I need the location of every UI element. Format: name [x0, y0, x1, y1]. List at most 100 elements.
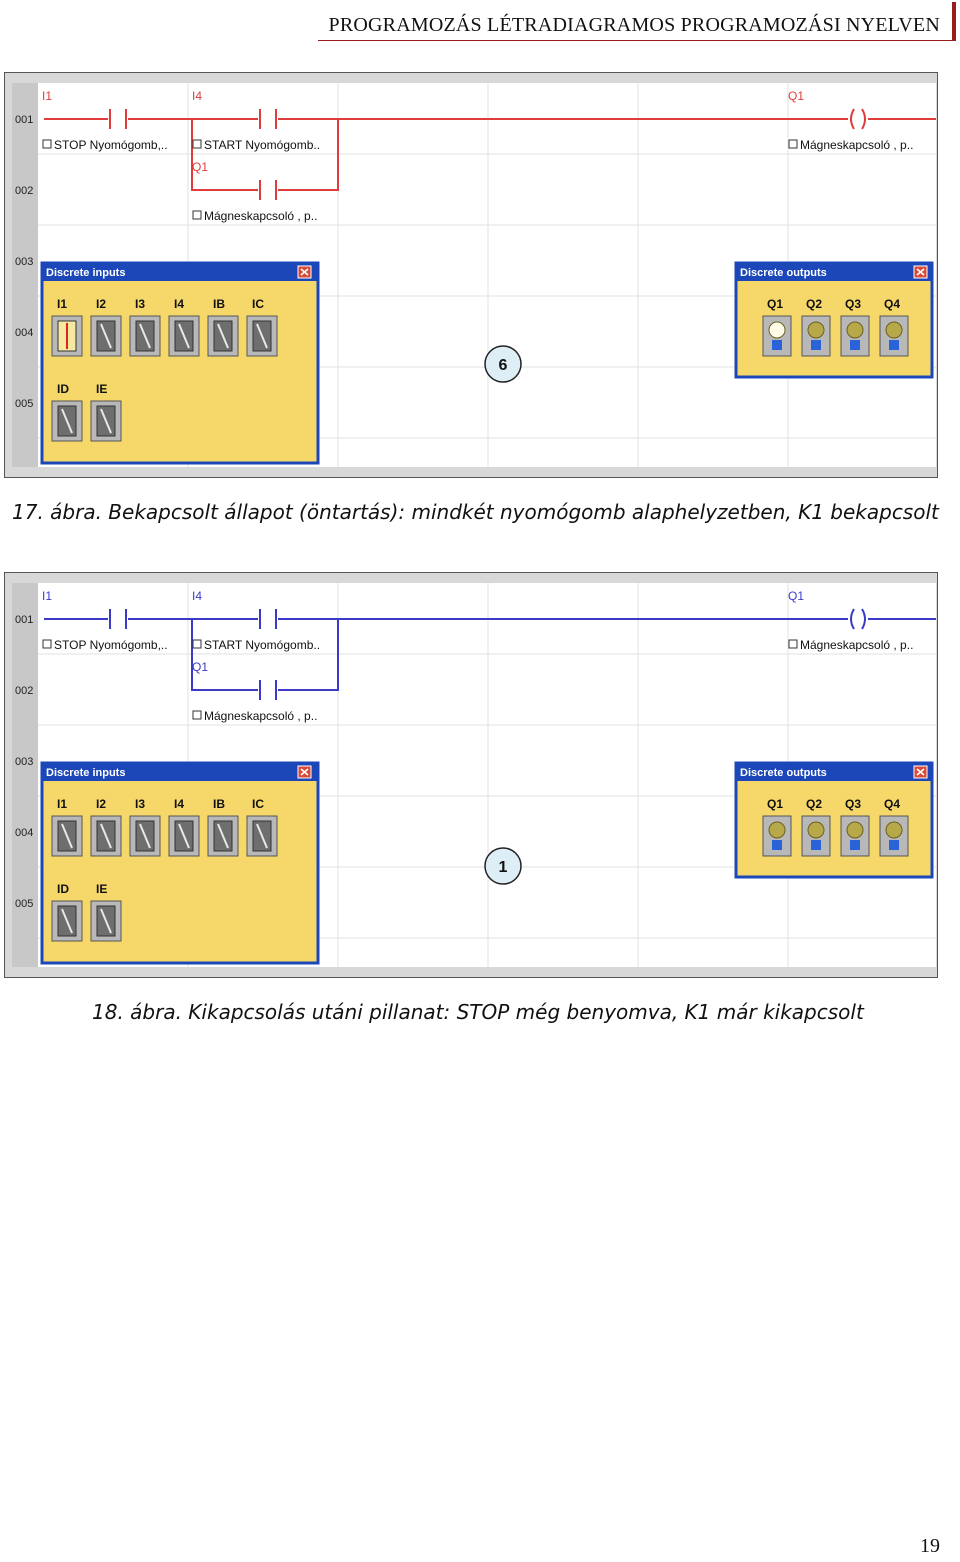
row-number: 001: [15, 614, 33, 626]
contact-i1-label: I1: [42, 89, 52, 103]
input-switch[interactable]: [90, 400, 122, 442]
close-icon[interactable]: [913, 265, 928, 279]
input-switch[interactable]: [168, 315, 200, 357]
row-numbers: 001 002 003 004 005: [15, 114, 33, 410]
outputs-panel-title: Discrete outputs: [740, 267, 827, 279]
badge-number: 6: [499, 357, 508, 374]
input-switch[interactable]: [129, 315, 161, 357]
row-gutter: [12, 83, 38, 467]
input-label: I1: [57, 297, 67, 311]
output-label: Q2: [806, 797, 822, 811]
input-label: I3: [135, 297, 145, 311]
figure-17-caption: 17. ábra. Bekapcsolt állapot (öntartás):…: [12, 500, 939, 524]
inputs-panel-title: Discrete inputs: [46, 267, 125, 279]
input-switch[interactable]: [51, 400, 83, 442]
coil-q1[interactable]: [850, 608, 866, 630]
input-switch[interactable]: [129, 815, 161, 857]
contact-i4[interactable]: [259, 109, 277, 129]
lamp-icon: [840, 815, 870, 857]
output-label: Q2: [806, 297, 822, 311]
page-number: 19: [920, 1535, 940, 1557]
input-switch[interactable]: [51, 815, 83, 857]
contact-i4-comment: START Nyomógomb..: [204, 638, 320, 652]
coil-q1[interactable]: [850, 108, 866, 130]
row-number: 005: [15, 898, 33, 910]
coil-q1-comment: Mágneskapcsoló , p..: [800, 638, 913, 652]
contact-i1-label: I1: [42, 589, 52, 603]
inputs-panel-titlebar: [42, 763, 318, 781]
input-label: I2: [96, 297, 106, 311]
lamp-icon: [801, 815, 831, 857]
input-label: IC: [252, 797, 264, 811]
contact-i4-label: I4: [192, 89, 202, 103]
input-label: ID: [57, 882, 69, 896]
input-label: IB: [213, 297, 225, 311]
contact-q1-label: Q1: [192, 660, 208, 674]
contact-i1[interactable]: [109, 609, 127, 629]
input-switch[interactable]: [168, 815, 200, 857]
ladder-diagram-1: 001 002 003 004 005 I1: [12, 83, 936, 467]
input-label: I4: [174, 297, 184, 311]
contact-q1[interactable]: [259, 680, 277, 700]
input-switch[interactable]: [51, 315, 83, 357]
inputs-panel-title: Discrete inputs: [46, 767, 125, 779]
input-label: I3: [135, 797, 145, 811]
comment-checkbox: [788, 139, 798, 149]
input-switch[interactable]: [207, 315, 239, 357]
ladder-diagram-2: 001 002 003 004 005 I1 I4: [12, 583, 936, 967]
output-label: Q1: [767, 297, 783, 311]
input-label: IE: [96, 882, 107, 896]
contact-q1-comment: Mágneskapcsoló , p..: [204, 209, 317, 223]
input-switch[interactable]: [207, 815, 239, 857]
input-switch[interactable]: [246, 315, 278, 357]
close-icon[interactable]: [297, 265, 312, 279]
input-label: I1: [57, 797, 67, 811]
lamp-icon: [801, 315, 831, 357]
contact-labels: I1 I4 Q1 Q1: [42, 89, 804, 174]
row-number: 002: [15, 185, 33, 197]
row-number: 004: [15, 327, 33, 339]
input-label: I4: [174, 797, 184, 811]
contact-i4[interactable]: [259, 609, 277, 629]
badge-number: 1: [499, 859, 508, 876]
close-icon[interactable]: [913, 765, 928, 779]
input-switch[interactable]: [51, 900, 83, 942]
input-switch[interactable]: [90, 900, 122, 942]
output-label: Q3: [845, 797, 861, 811]
row-number: 004: [15, 827, 33, 839]
outputs-panel-titlebar: [736, 763, 932, 781]
row-number: 003: [15, 256, 33, 268]
contact-i1-comment: STOP Nyomógomb,..: [54, 638, 168, 652]
comment-checkbox: [42, 139, 52, 149]
input-switch[interactable]: [90, 815, 122, 857]
contact-i1-comment: STOP Nyomógomb,..: [54, 138, 168, 152]
figure-18: 001 002 003 004 005 I1 I4: [4, 572, 938, 978]
contact-q1[interactable]: [259, 180, 277, 200]
figure-17: 001 002 003 004 005 I1: [4, 72, 938, 478]
header-rule: [318, 40, 956, 41]
row-number: 003: [15, 756, 33, 768]
outputs-panel-titlebar: [736, 263, 932, 281]
lamp-icon: [879, 315, 909, 357]
row-gutter: [12, 583, 38, 967]
contact-i4-label: I4: [192, 589, 202, 603]
page-header: PROGRAMOZÁS LÉTRADIAGRAMOS PROGRAMOZÁSI …: [328, 14, 940, 36]
annotation-badge: 6: [484, 345, 522, 383]
input-switch[interactable]: [90, 315, 122, 357]
close-icon[interactable]: [297, 765, 312, 779]
lamp-icon: [762, 815, 792, 857]
figure-18-caption: 18. ábra. Kikapcsolás utáni pillanat: ST…: [92, 1000, 864, 1024]
input-switch[interactable]: [246, 815, 278, 857]
input-label: I2: [96, 797, 106, 811]
comment-checkbox: [192, 639, 202, 649]
contact-i1[interactable]: [109, 109, 127, 129]
input-label: ID: [57, 382, 69, 396]
row-number: 002: [15, 685, 33, 697]
comment-checkbox: [192, 210, 202, 220]
output-label: Q1: [767, 797, 783, 811]
rung-wiring: [44, 618, 936, 691]
